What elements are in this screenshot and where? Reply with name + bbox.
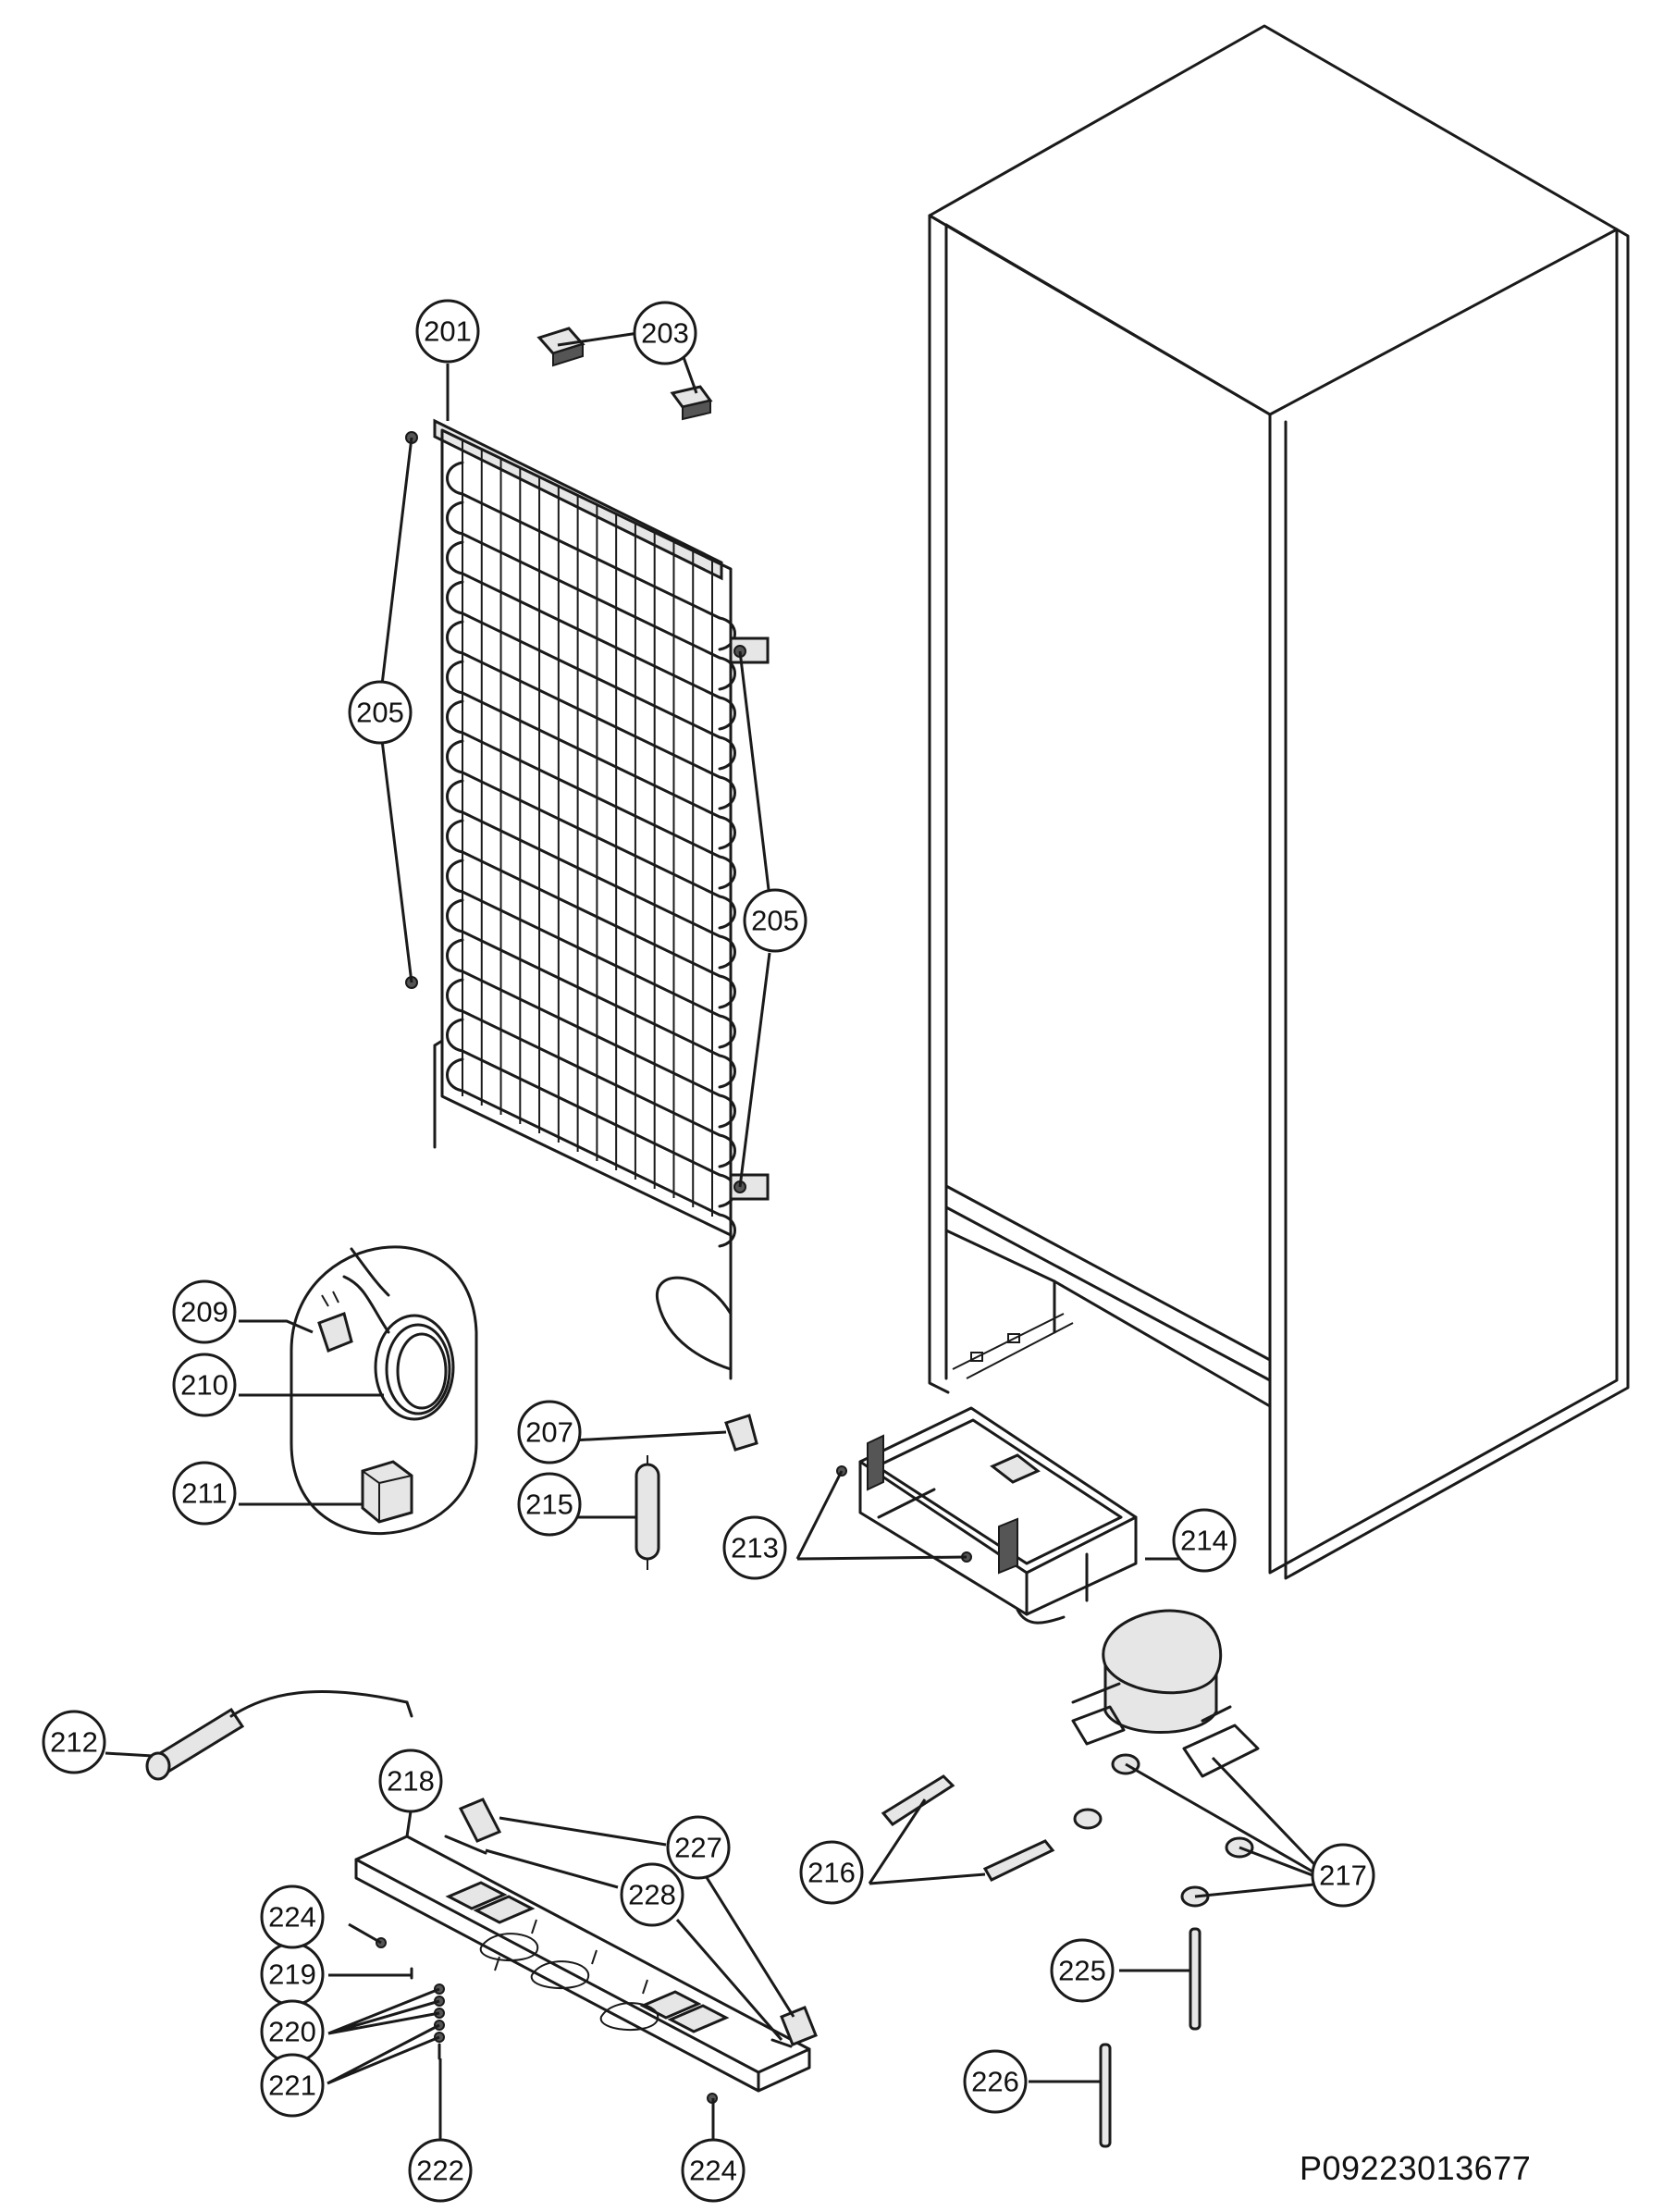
- condenser-coil: [446, 620, 736, 810]
- dryer-filter: [145, 1690, 413, 1781]
- condenser-coil: [446, 978, 736, 1168]
- svg-text:211: 211: [181, 1477, 227, 1510]
- callout-228: 228: [620, 1862, 684, 1927]
- condenser-coil: [446, 938, 736, 1129]
- svg-text:215: 215: [525, 1489, 573, 1521]
- callout-225: 225: [1050, 1938, 1115, 2003]
- condenser-coil: [446, 580, 736, 771]
- callout-212: 212: [42, 1710, 106, 1774]
- condenser-coil: [446, 540, 736, 731]
- drip-tray: [836, 1406, 1138, 1625]
- callout-213: 213: [722, 1515, 787, 1580]
- svg-text:210: 210: [180, 1369, 228, 1402]
- cabinet: [928, 24, 1630, 1580]
- fasteners: [376, 1937, 718, 2104]
- svg-text:225: 225: [1058, 1955, 1106, 1987]
- base-plate: [354, 1835, 811, 2093]
- condenser-coil: [446, 660, 736, 850]
- svg-text:219: 219: [268, 1959, 316, 1991]
- callout-210: 210: [172, 1353, 237, 1417]
- svg-text:226: 226: [971, 2066, 1019, 2098]
- svg-text:221: 221: [268, 2070, 316, 2102]
- condenser-coil: [446, 779, 736, 970]
- svg-text:224: 224: [268, 1901, 316, 1934]
- svg-text:220: 220: [268, 2016, 316, 2048]
- svg-text:207: 207: [525, 1416, 573, 1449]
- condenser-coil: [446, 739, 736, 930]
- callout-215: 215: [517, 1472, 582, 1537]
- callout-220: 220: [260, 1999, 325, 2064]
- condenser-coil: [446, 1018, 736, 1208]
- callout-217: 217: [1311, 1843, 1375, 1908]
- compressor: [1071, 1609, 1260, 1908]
- misc-parts: [881, 1774, 1202, 2148]
- svg-text:212: 212: [50, 1726, 98, 1759]
- condenser-coil: [446, 898, 736, 1089]
- callout-224-bottom: 224: [681, 2138, 746, 2203]
- svg-text:205: 205: [751, 905, 799, 937]
- callout-224-left: 224: [260, 1885, 325, 1949]
- clip-part: [536, 327, 713, 421]
- svg-text:205: 205: [356, 697, 404, 729]
- callout-227: 227: [666, 1815, 731, 1880]
- callout-203: 203: [633, 301, 697, 365]
- svg-text:201: 201: [424, 315, 472, 348]
- svg-text:218: 218: [387, 1765, 435, 1798]
- callout-201: 201: [415, 299, 480, 364]
- svg-text:209: 209: [180, 1296, 228, 1328]
- condenser-coil: [446, 699, 736, 890]
- callout-209: 209: [172, 1279, 237, 1344]
- svg-text:216: 216: [807, 1857, 856, 1889]
- svg-text:227: 227: [674, 1832, 722, 1864]
- svg-text:228: 228: [628, 1879, 676, 1911]
- callout-221: 221: [260, 2053, 325, 2118]
- callout-222: 222: [408, 2138, 473, 2203]
- condenser-coil: [446, 500, 736, 691]
- svg-text:213: 213: [731, 1532, 779, 1564]
- callout-214: 214: [1172, 1508, 1237, 1573]
- svg-text:203: 203: [641, 317, 689, 350]
- callout-216: 216: [799, 1840, 864, 1905]
- callout-219: 219: [260, 1942, 325, 2007]
- power-cord-group: [290, 1245, 478, 1535]
- callout-205-left: 205: [348, 680, 413, 745]
- callout-205-right: 205: [743, 888, 807, 953]
- condenser-coil: [446, 1057, 736, 1248]
- small-parts: [635, 1414, 758, 1570]
- document-code: P09223013677: [1300, 2149, 1532, 2187]
- tube-parts: [444, 1798, 818, 2048]
- callout-207: 207: [517, 1400, 582, 1464]
- condenser-coil: [446, 859, 736, 1049]
- svg-text:217: 217: [1319, 1860, 1367, 1892]
- callout-226: 226: [963, 2049, 1028, 2114]
- svg-text:222: 222: [416, 2155, 464, 2187]
- callout-211: 211: [172, 1461, 237, 1526]
- callout-218: 218: [378, 1749, 443, 1813]
- leader-lines: [105, 331, 1334, 2151]
- condenser-coil: [446, 819, 736, 1009]
- condenser: [405, 418, 770, 1380]
- svg-text:214: 214: [1180, 1525, 1228, 1557]
- svg-text:224: 224: [689, 2155, 737, 2187]
